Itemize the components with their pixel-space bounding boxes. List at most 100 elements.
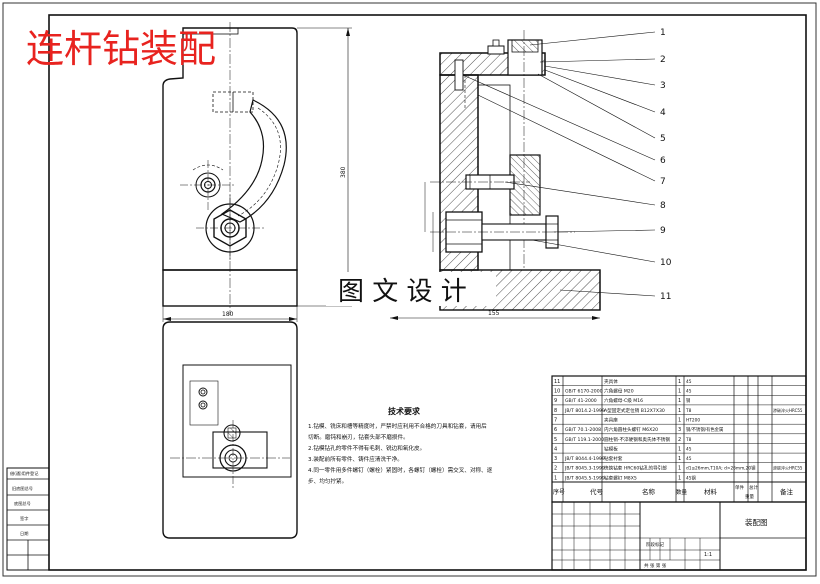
bom-cell-mat: 45钢 bbox=[686, 474, 696, 481]
bom-header-code: 代号 bbox=[590, 487, 604, 496]
bom-cell-no: 7 bbox=[554, 417, 557, 423]
bom-cell-code: GB/T 41-2000 bbox=[565, 398, 597, 404]
bom-cell-qty: 1 bbox=[678, 408, 681, 414]
bom-cell-no: 11 bbox=[554, 379, 560, 385]
bom-cell-code: JB/T 8045.3-1999 bbox=[564, 466, 605, 472]
bom-cell-name: 圆柱销-不淬硬钢和奥氏体不锈钢 bbox=[604, 436, 670, 443]
balloon-11: 11 bbox=[660, 292, 671, 302]
bom-cell-code: JB/T 8045.5-1999 bbox=[564, 475, 605, 481]
bom-cell-mat: T8 bbox=[685, 437, 692, 443]
caption-backdrop bbox=[326, 272, 496, 306]
balloon-10: 10 bbox=[660, 258, 672, 268]
bom-cell-code: GB/T 70.1-2008 bbox=[565, 427, 601, 433]
dim-width-top: 180 bbox=[222, 311, 234, 318]
tech-req-line-4: 4.同一零件用多件螺钉（螺栓）紧固时，各螺钉（螺栓）需交叉、对称、逐 bbox=[308, 466, 493, 474]
bom-cell-mat: d1≤26mm,T10A; d>26mm,20钢 bbox=[686, 465, 755, 472]
balloon-9: 9 bbox=[660, 226, 666, 236]
bom-header-name: 名称 bbox=[642, 487, 656, 496]
side-label-3: 签字 bbox=[20, 515, 28, 521]
bom-cell-name: 夹具座 bbox=[604, 416, 618, 423]
side-label-1: 旧底图总号 bbox=[12, 485, 33, 492]
bom-cell-mat: T8 bbox=[685, 408, 692, 414]
bom-cell-no: 3 bbox=[554, 456, 557, 462]
bom-header-note: 备注 bbox=[780, 487, 794, 496]
bom-cell-no: 2 bbox=[554, 466, 557, 472]
bom-cell-no: 1 bbox=[554, 475, 557, 481]
tech-req-line-5: 步、均匀拧紧。 bbox=[308, 477, 347, 485]
bom-header-total: 总计 bbox=[749, 484, 758, 491]
side-register-block: 借(通)用件登记 旧底图总号 底图总号 签字 日期 bbox=[6, 467, 50, 571]
technical-requirements: 技术要求 1.钻模、铣床和槽等精度时，严禁时应利用不合格的刀具和钻套，请用后 切… bbox=[308, 406, 493, 485]
balloon-3: 3 bbox=[660, 81, 666, 91]
bom-cell-qty: 1 bbox=[678, 389, 681, 395]
bom-cell-mat: 钢/不锈钢/有色金属 bbox=[686, 426, 723, 433]
bom-cell-qty: 1 bbox=[678, 446, 681, 452]
tech-req-line-2: 2.钻模钻孔的零件不得有毛刺、锐边和氧化皮。 bbox=[308, 444, 425, 452]
bom-cell-name: 钻套螺钉 M8X5 bbox=[604, 474, 637, 481]
bom-cell-note: 渗碳淬火HRC55 bbox=[773, 465, 803, 471]
bom-cell-no: 8 bbox=[554, 408, 557, 414]
bom-cell-no: 5 bbox=[554, 437, 557, 443]
bom-cell-qty: 1 bbox=[678, 398, 681, 404]
drawing-name: 装配图 bbox=[745, 517, 768, 527]
bom-header-no: 序号 bbox=[553, 488, 565, 496]
scale-value: 1:1 bbox=[704, 552, 712, 558]
bom-cell-code: GB/T 119.1-2000 bbox=[565, 437, 604, 443]
balloon-1: 1 bbox=[660, 28, 666, 38]
tech-req-title: 技术要求 bbox=[388, 406, 421, 416]
balloon-leaders bbox=[462, 31, 656, 297]
stage-mark: 阶段标记 bbox=[646, 541, 664, 548]
bom-cell-mat: 45 bbox=[686, 379, 692, 385]
bom-cell-no: 10 bbox=[554, 389, 560, 395]
dim-width-side: 155 bbox=[488, 310, 500, 317]
balloon-2: 2 bbox=[660, 55, 666, 65]
bom-cell-qty: 3 bbox=[678, 427, 681, 433]
bom-cell-name: 快换钻套 HRC60钻孔的导引部 bbox=[604, 465, 667, 472]
bom-cell-qty: 1 bbox=[678, 456, 681, 462]
balloon-5: 5 bbox=[660, 134, 666, 144]
balloon-8: 8 bbox=[660, 201, 666, 211]
bom-cell-mat: 45 bbox=[686, 389, 692, 395]
bom-header-qty: 数量 bbox=[676, 488, 688, 496]
bom-cell-mat: 45 bbox=[686, 446, 692, 452]
sheet-count: 共 张 第 张 bbox=[644, 562, 667, 569]
bom-cell-name: 六角螺母 M20 bbox=[604, 388, 634, 395]
bom-cell-qty: 1 bbox=[678, 417, 681, 423]
bom-cell-code: GB/T 6170-2000 bbox=[565, 389, 603, 395]
bom-cell-qty: 1 bbox=[678, 466, 681, 472]
bom-cell-name: 六角螺母-C级 M16 bbox=[604, 397, 643, 404]
bom-header-unit: 单件 bbox=[735, 484, 744, 491]
bom-header-weight: 重量 bbox=[745, 493, 754, 500]
bom-header-mat: 材料 bbox=[704, 487, 718, 496]
outer-border bbox=[2, 2, 817, 577]
dim-height: 380 bbox=[340, 166, 347, 178]
bom-cell-qty: 1 bbox=[678, 379, 681, 385]
bom-cell-no: 9 bbox=[554, 398, 557, 404]
balloon-4: 4 bbox=[660, 108, 666, 118]
bom-cell-note: 渗碳淬火HRC55 bbox=[773, 407, 803, 413]
side-label-4: 日期 bbox=[20, 531, 28, 537]
balloon-6: 6 bbox=[660, 156, 666, 166]
side-label-0: 借(通)用件登记 bbox=[10, 470, 39, 477]
side-label-2: 底图总号 bbox=[14, 500, 31, 507]
red-title: 连杆钻装配 bbox=[26, 27, 216, 71]
bom-cell-name: 钻套衬套 bbox=[604, 455, 623, 462]
bom-cell-no: 6 bbox=[554, 427, 557, 433]
tech-req-line-0: 1.钻模、铣床和槽等精度时，严禁时应利用不合格的刀具和钻套，请用后 bbox=[308, 422, 487, 430]
tech-req-line-1: 切断。磨钝和崩刃，钻套头部不磨损件。 bbox=[308, 433, 409, 441]
bom-cell-name: A型固定式定位销 B12X7X30 bbox=[604, 407, 665, 414]
bom-cell-name: 内六角圆柱头螺钉 M6X20 bbox=[604, 426, 658, 433]
bom-cell-qty: 2 bbox=[678, 437, 681, 443]
front-view: 380 180 bbox=[162, 22, 352, 322]
bom-cell-qty: 1 bbox=[678, 475, 681, 481]
bom-cell-code: JB/T 8014.2-1999 bbox=[564, 408, 605, 414]
bom-cell-mat: HT200 bbox=[686, 417, 700, 423]
title-block: 装配图 阶段标记 1:1 共 张 第 张 bbox=[551, 501, 807, 571]
bom-cell-code: JB/T 8044.4-1999 bbox=[564, 456, 605, 462]
bom-cell-mat: 45 bbox=[686, 456, 692, 462]
